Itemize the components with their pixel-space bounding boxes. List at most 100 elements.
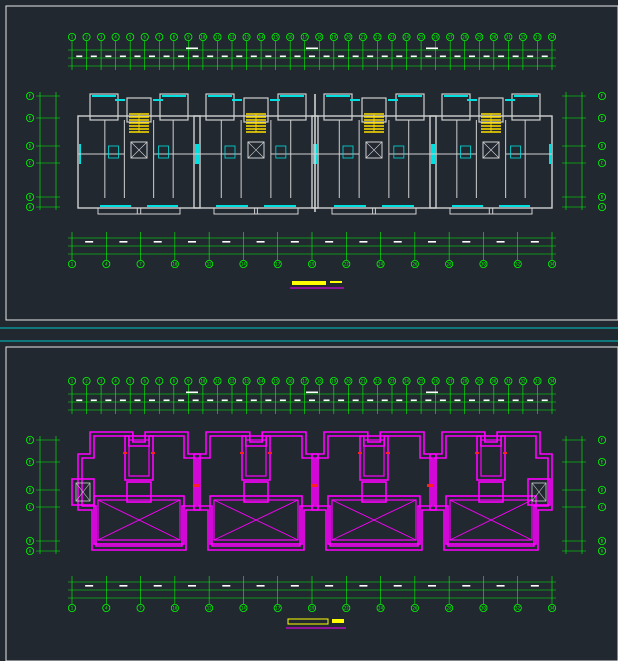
axis-bubble-label: E xyxy=(29,116,32,121)
axis-bubble xyxy=(126,33,135,42)
core-pit-inner xyxy=(128,439,150,477)
axis-bubble xyxy=(548,33,557,42)
axis-bubble-label: 28 xyxy=(447,262,452,267)
axis-bubble xyxy=(329,33,338,42)
axis-bubble-label: F xyxy=(601,438,604,443)
elevator-shaft xyxy=(365,141,383,159)
axis-bubble xyxy=(257,33,266,42)
axis-bubble-label: B xyxy=(29,195,32,200)
dimension-text xyxy=(469,399,475,402)
axis-bubble xyxy=(307,259,316,268)
axis-bubble-label: D xyxy=(29,144,32,149)
raft-panel xyxy=(331,499,417,541)
core-pit xyxy=(476,435,506,481)
core-pit xyxy=(124,435,154,481)
axis-bubble xyxy=(358,33,367,42)
axis-bubble xyxy=(170,259,179,268)
axis-bubble-label: 26 xyxy=(433,379,438,384)
axis-bubble-label: 3 xyxy=(100,35,103,40)
axis-bubble-label: 12 xyxy=(230,379,235,384)
axis-bubble-label: 22 xyxy=(375,379,380,384)
beam-mark xyxy=(193,484,199,487)
elevator-shaft xyxy=(482,141,500,159)
axis-bubble-label: 6 xyxy=(144,35,147,40)
dimension-text xyxy=(119,241,128,243)
dimension-text xyxy=(105,399,112,402)
axis-bubble-label: 34 xyxy=(550,606,555,611)
dimension-text xyxy=(250,399,257,402)
axis-bubble xyxy=(598,158,607,167)
axis-bubble xyxy=(410,604,419,613)
axis-bubble xyxy=(344,33,353,42)
axis-bubble xyxy=(598,537,607,546)
beam-mark xyxy=(151,452,155,454)
core-pit xyxy=(359,435,389,481)
axis-bubble xyxy=(410,259,419,268)
room-bay xyxy=(277,93,307,121)
end-pit-inner xyxy=(75,482,91,502)
elevator-x xyxy=(482,141,500,159)
dimension-text xyxy=(309,399,315,402)
axis-bubble-label: 1 xyxy=(71,262,74,267)
axis-bubble-label: 7 xyxy=(158,379,161,384)
beam-mark xyxy=(123,452,127,454)
axis-bubble xyxy=(257,376,266,385)
axis-bubble xyxy=(140,33,149,42)
axis-bubble xyxy=(68,33,77,42)
axis-bubble xyxy=(286,376,295,385)
axis-bubble-label: 26 xyxy=(433,35,438,40)
axis-bubble-label: 23 xyxy=(390,35,395,40)
raft-panel xyxy=(97,499,181,541)
axis-bubble-label: A xyxy=(601,549,604,554)
axis-bubble xyxy=(25,141,34,150)
fixture xyxy=(460,145,471,159)
balcony xyxy=(449,207,494,215)
dimension-text xyxy=(279,55,286,58)
axis-bubble-label: C xyxy=(29,505,32,510)
raft-panel xyxy=(449,499,533,541)
axis-bubble-label: 2 xyxy=(85,379,88,384)
axis-bubble xyxy=(68,376,77,385)
axis-bubble-label: 6 xyxy=(144,379,147,384)
dimension-text xyxy=(221,399,228,402)
axis-bubble-label: D xyxy=(601,144,604,149)
axis-bubble xyxy=(402,376,411,385)
dimension-text xyxy=(134,399,141,402)
axis-bubble xyxy=(227,33,236,42)
dimension-text xyxy=(381,55,388,58)
dimension-text xyxy=(250,55,257,58)
axis-bubble-label: 16 xyxy=(288,379,293,384)
dimension-text xyxy=(527,399,534,402)
axis-bubble xyxy=(518,33,527,42)
axis-bubble-label: 32 xyxy=(520,35,525,40)
axis-bubble xyxy=(373,33,382,42)
dimension-text xyxy=(367,55,374,58)
dimension-text xyxy=(119,585,128,587)
dimension-text xyxy=(359,241,368,243)
dimension-text xyxy=(153,585,162,587)
room-bay xyxy=(159,93,189,121)
beam-mark xyxy=(427,484,433,487)
axis-bubble-label: 30 xyxy=(481,262,486,267)
dimension-text xyxy=(426,391,438,394)
beam-mark xyxy=(240,452,244,454)
foundation-outline xyxy=(193,431,319,551)
elevator-pit xyxy=(126,481,152,503)
axis-bubble xyxy=(479,259,488,268)
dimension-text xyxy=(192,399,199,402)
elevator-shaft xyxy=(247,141,265,159)
axis-bubble-label: 27 xyxy=(448,379,453,384)
axis-bubble xyxy=(475,33,484,42)
axis-bubble-label: 3 xyxy=(100,379,103,384)
dimension-text xyxy=(323,55,330,58)
axis-bubble xyxy=(460,33,469,42)
axis-bubble-label: 8 xyxy=(173,35,176,40)
axis-bubble-label: 4 xyxy=(105,262,108,267)
axis-bubble xyxy=(111,33,120,42)
core-pit xyxy=(241,435,271,481)
axis-bubble-label: 17 xyxy=(302,35,307,40)
axis-bubble-label: 16 xyxy=(288,35,293,40)
axis-bubble-label: 22 xyxy=(344,606,349,611)
dimension-text xyxy=(178,399,185,402)
